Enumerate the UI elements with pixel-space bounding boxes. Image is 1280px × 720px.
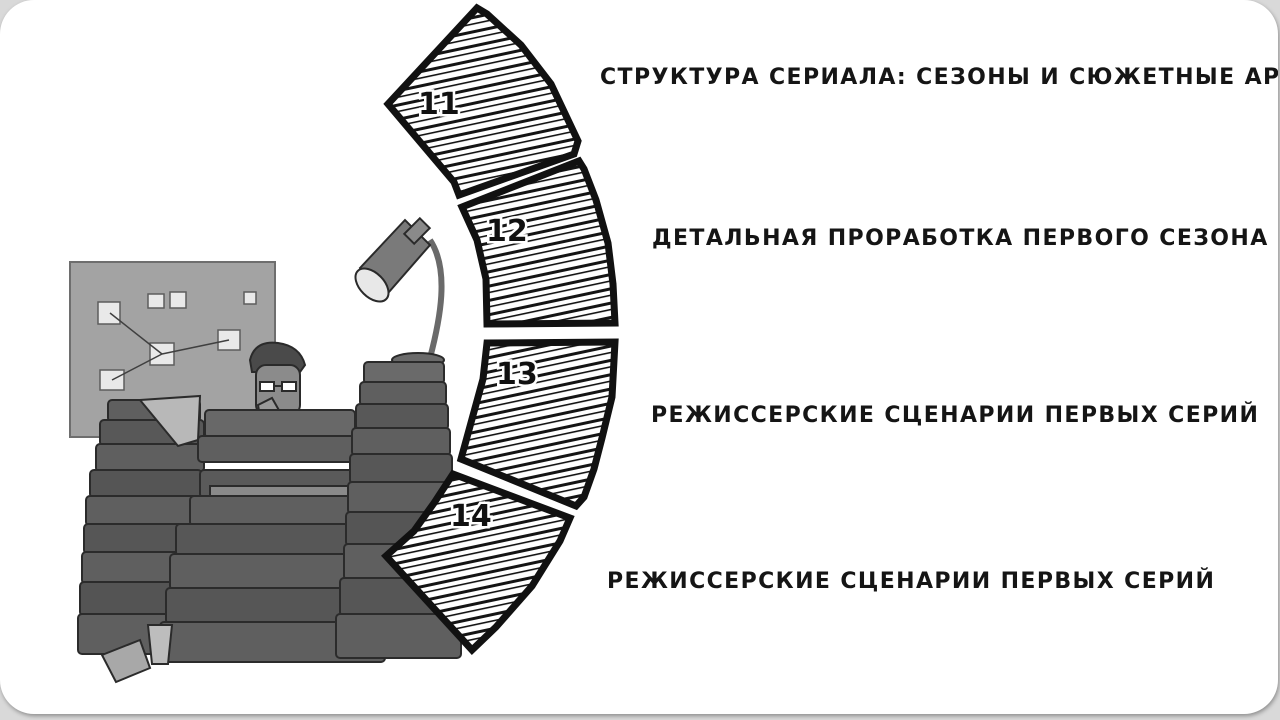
- steps-arc: 11 12 13 14: [381, 3, 619, 656]
- desk-lamp: [354, 216, 445, 368]
- step-number-14: 14: [450, 499, 492, 534]
- step-number-11: 11: [418, 87, 460, 122]
- paper-cups: [100, 624, 174, 684]
- arc-segment-14: [381, 469, 575, 656]
- step-title-13: РЕЖИССЕРСКИЕ СЦЕНАРИИ ПЕРВЫХ СЕРИЙ: [651, 403, 1260, 428]
- step-title-12: ДЕТАЛЬНАЯ ПРОРАБОТКА ПЕРВОГО СЕЗОНА: [652, 226, 1269, 251]
- paper-piles: [77, 361, 462, 663]
- arc-segment-13: [456, 338, 619, 511]
- arc-segment-11: [383, 3, 582, 200]
- step-title-14: РЕЖИССЕРСКИЕ СЦЕНАРИИ ПЕРВЫХ СЕРИЙ: [607, 569, 1216, 594]
- step-number-12: 12: [486, 214, 528, 249]
- step-title-11: СТРУКТУРА СЕРИАЛА: СЕЗОНЫ И СЮЖЕТНЫЕ АРК…: [600, 65, 1278, 90]
- step-number-13: 13: [496, 357, 538, 392]
- arc-segment-12: [457, 156, 619, 328]
